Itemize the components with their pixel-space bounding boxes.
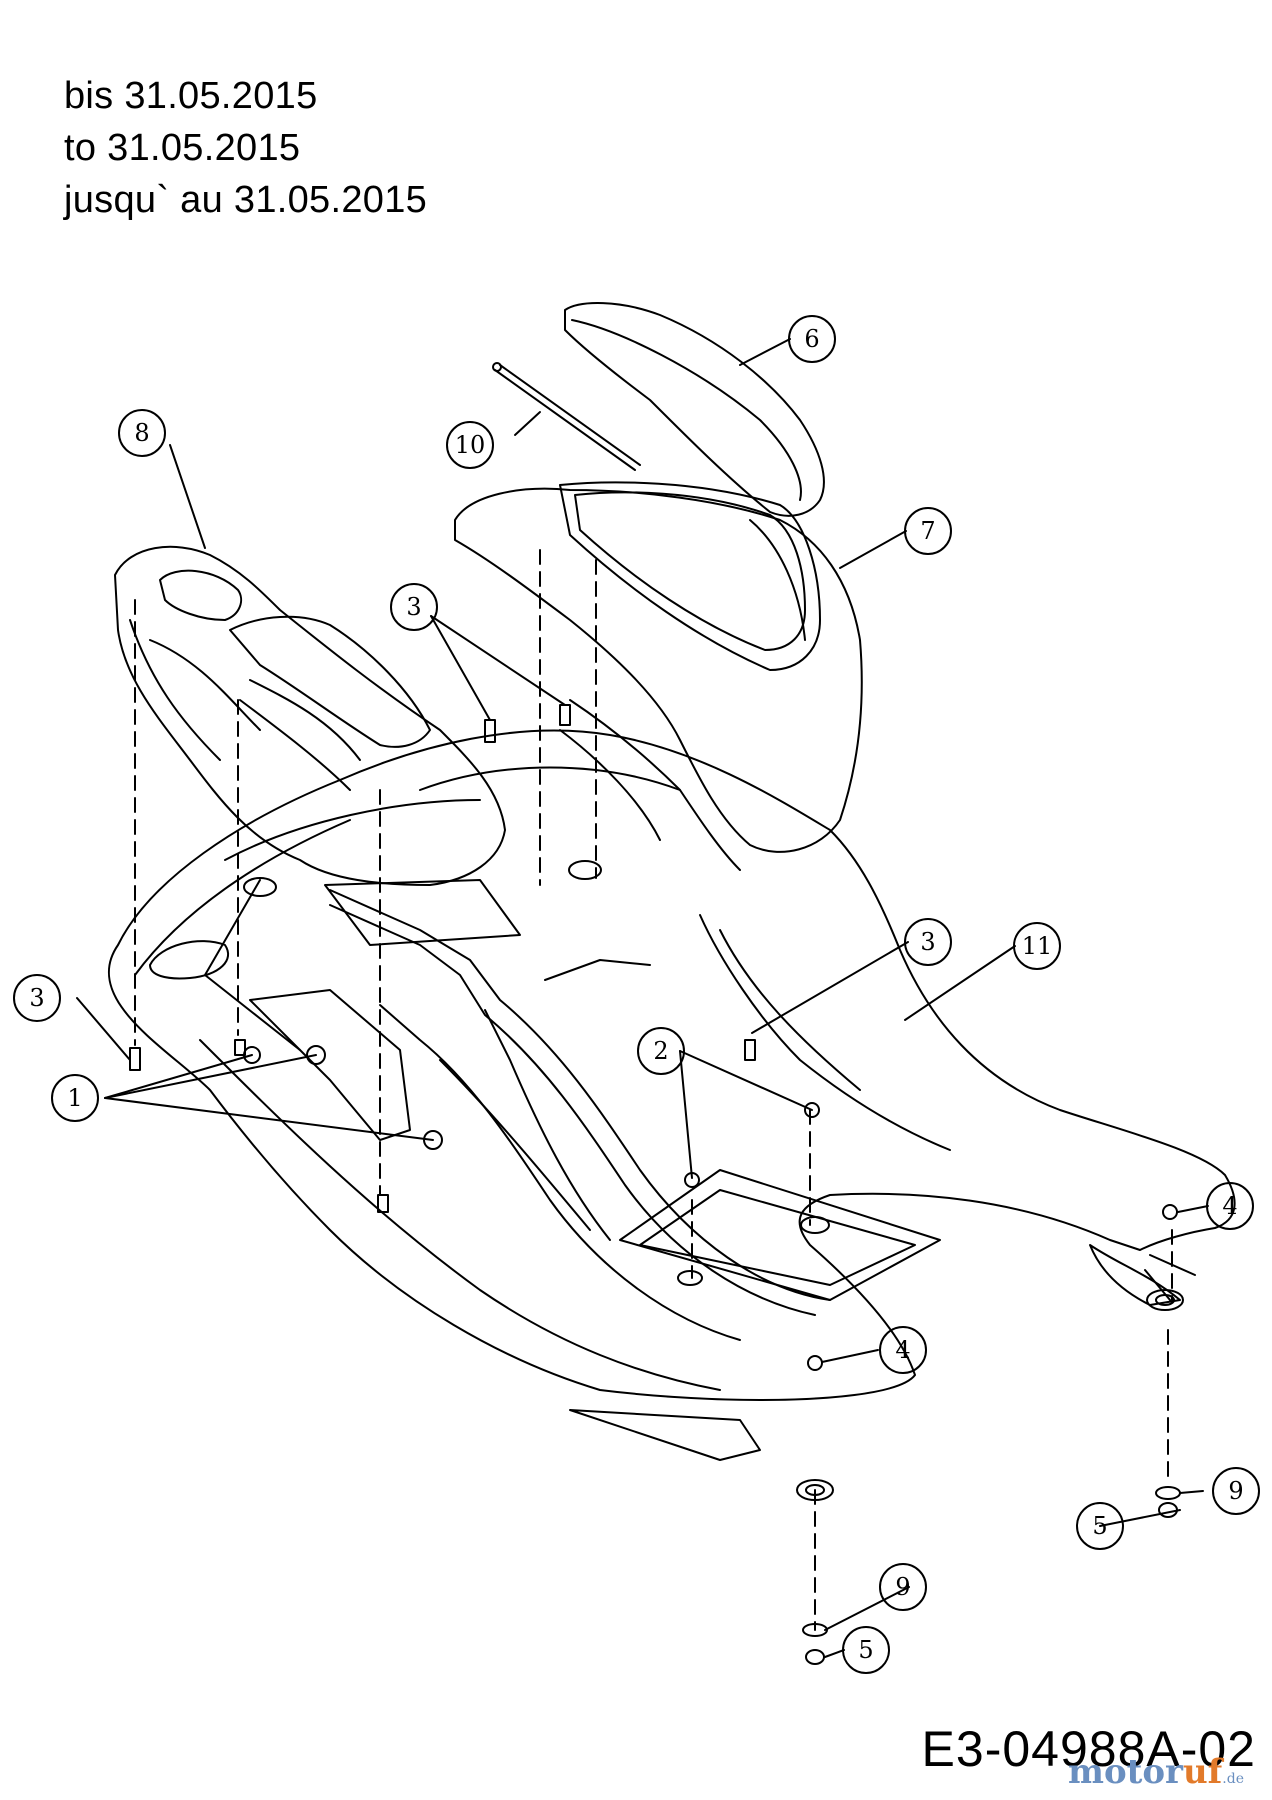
leader-lines <box>76 338 1209 1658</box>
hardware <box>129 704 1181 1665</box>
callout-2-label: 2 <box>653 1037 668 1065</box>
callout-4-center-label: 4 <box>895 1336 910 1364</box>
callout-3-left: 3 <box>13 974 61 1022</box>
left-console <box>114 545 506 886</box>
callout-9-right: 9 <box>1212 1467 1260 1515</box>
callout-11: 11 <box>1013 922 1061 970</box>
watermark-part1: motor <box>1067 1752 1183 1792</box>
callout-6-label: 6 <box>804 325 819 353</box>
callout-3-top-label: 3 <box>406 593 421 621</box>
callout-10: 10 <box>446 421 494 469</box>
rear-fender <box>454 481 863 871</box>
callout-11-label: 11 <box>1022 932 1053 960</box>
validity-fr: jusqu` au 31.05.2015 <box>64 179 428 221</box>
callout-3-right-label: 3 <box>920 928 935 956</box>
callout-8: 8 <box>118 409 166 457</box>
callout-3-right: 3 <box>904 918 952 966</box>
watermark-logo: motoruf.de <box>1068 1752 1244 1792</box>
callout-4-center: 4 <box>879 1326 927 1374</box>
callout-6: 6 <box>788 315 836 363</box>
callout-1: 1 <box>51 1074 99 1122</box>
callout-10-label: 10 <box>455 431 486 459</box>
callout-9-bottom: 9 <box>879 1563 927 1611</box>
body-shell <box>107 729 1236 1501</box>
callout-4-right-label: 4 <box>1222 1192 1237 1220</box>
callout-7: 7 <box>904 507 952 555</box>
callout-1-label: 1 <box>67 1084 82 1112</box>
callout-5-bottom: 5 <box>842 1626 890 1674</box>
cover-plate <box>564 302 825 517</box>
validity-de: bis 31.05.2015 <box>64 75 318 117</box>
callout-5-right: 5 <box>1076 1502 1124 1550</box>
callout-3-top: 3 <box>390 583 438 631</box>
callout-4-right: 4 <box>1206 1182 1254 1230</box>
callout-8-label: 8 <box>134 419 149 447</box>
callout-9-bottom-label: 9 <box>895 1573 910 1601</box>
assembly-lines <box>134 549 1173 1631</box>
callout-5-bottom-label: 5 <box>858 1636 873 1664</box>
callout-2: 2 <box>637 1027 685 1075</box>
callout-5-right-label: 5 <box>1092 1512 1107 1540</box>
watermark-part2: uf <box>1182 1752 1223 1792</box>
callout-9-right-label: 9 <box>1228 1477 1243 1505</box>
watermark-suffix: .de <box>1222 1771 1244 1787</box>
validity-note: bis 31.05.2015 to 31.05.2015 jusqu` au 3… <box>64 70 427 226</box>
drawing-code: E3-04988A-02 <box>921 1721 1256 1777</box>
callout-3-left-label: 3 <box>29 984 44 1012</box>
validity-en: to 31.05.2015 <box>64 127 301 169</box>
rod <box>492 362 641 471</box>
callout-7-label: 7 <box>920 517 935 545</box>
